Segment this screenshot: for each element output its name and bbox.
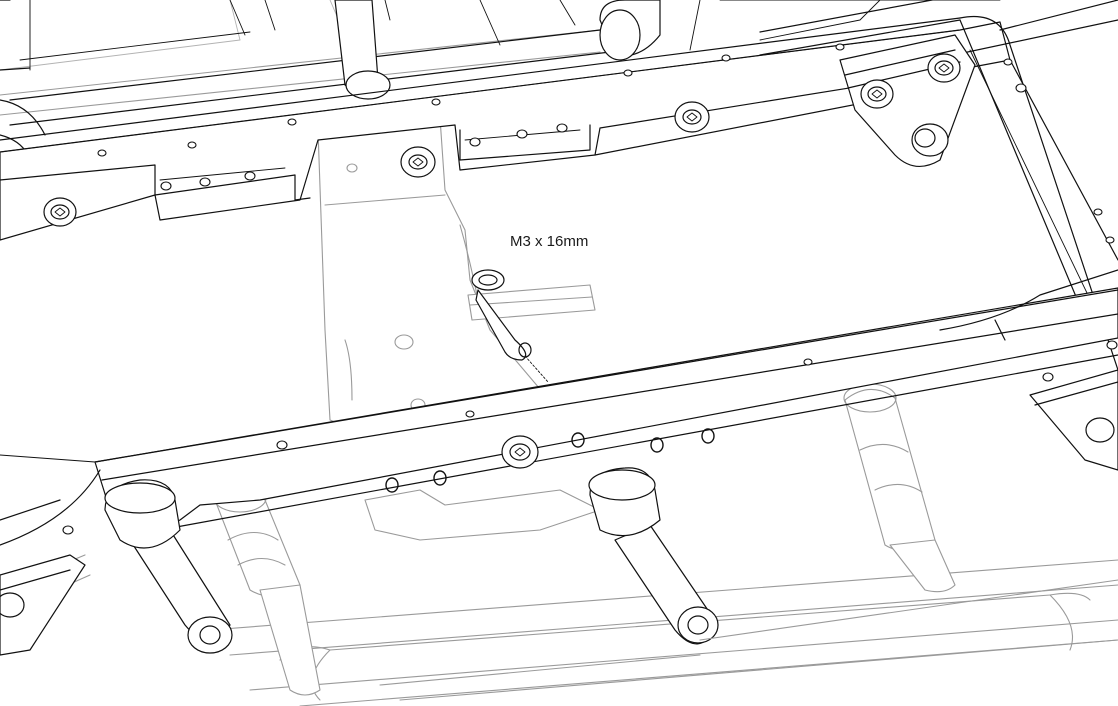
screw-m3x16 — [471, 269, 549, 383]
left-lower-bracket — [0, 554, 86, 656]
top-frame-structure — [0, 0, 1001, 156]
ghost-upper-structure — [0, 0, 601, 616]
bolt-lower-center — [501, 435, 539, 469]
ghost-post-left — [213, 483, 321, 696]
ghost-center-bracket — [317, 117, 601, 541]
right-lower-bracket — [1029, 369, 1118, 471]
front-post-left — [104, 479, 233, 654]
bolt-plate-right — [927, 53, 961, 83]
upper-side-rail — [0, 17, 1011, 241]
front-lower-rail-lines — [379, 579, 1118, 701]
screw-size-callout: M3 x 16mm — [510, 233, 589, 250]
bolt-upper-center — [400, 146, 436, 178]
bolt-upper-left — [43, 197, 77, 227]
front-post-right — [588, 467, 719, 645]
ghost-post-right — [843, 383, 956, 593]
bolt-upper-right — [674, 101, 710, 133]
upright-tube-top — [334, 0, 391, 100]
bolt-plate-left — [860, 79, 894, 109]
right-frame-section — [839, 0, 1118, 371]
cylinder-top-right — [599, 0, 661, 61]
